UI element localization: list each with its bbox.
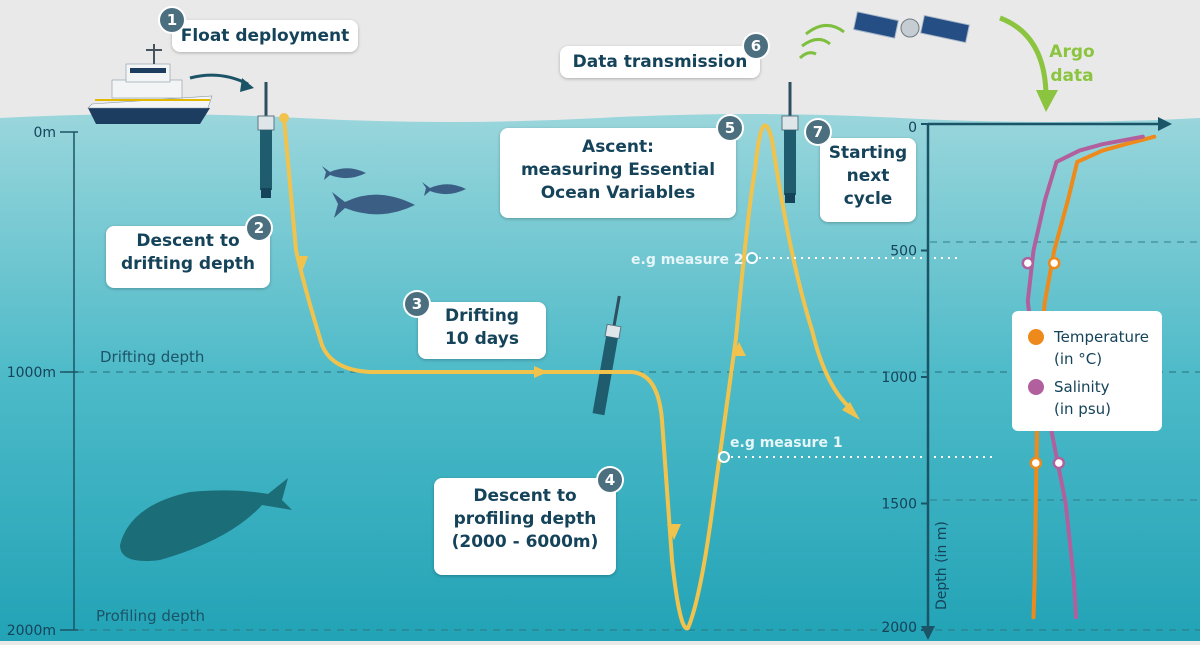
step-2-box: Descent to drifting depth <box>106 226 270 288</box>
step-4-line-3: (2000 - 6000m) <box>451 532 599 552</box>
tuna-fish-icon <box>322 166 466 218</box>
legend-temperature-unit: (in °C) <box>1054 350 1103 368</box>
measure-2-label: e.g measure 2 <box>631 252 744 268</box>
y-tick-label-2000: 2000 <box>881 620 917 636</box>
y-tick-label-1000: 1000 <box>881 370 917 386</box>
step-4-line-1: Descent to <box>473 486 577 506</box>
step-5-line-2: measuring Essential <box>520 160 716 180</box>
step-6-label: Data transmission <box>572 52 748 72</box>
argo-data-arrow <box>999 15 1049 96</box>
satellite-icon <box>852 11 970 44</box>
profile-chart: Depth (in m) 0 500 1000 1500 2000 <box>881 117 1172 640</box>
sample-point-2-salinity <box>1052 456 1066 470</box>
step-7-line-1: Starting <box>828 143 908 163</box>
float-deployed-icon <box>257 82 275 198</box>
step-4-box: Descent to profiling depth (2000 - 6000m… <box>434 478 616 575</box>
float-surface-icon <box>781 82 799 203</box>
step-6-box: Data transmission <box>560 46 760 78</box>
ship-icon <box>87 44 213 124</box>
float-trajectory <box>282 117 852 631</box>
argo-label-1: Argo <box>1049 42 1094 62</box>
y-tick-label-1500: 1500 <box>881 497 917 513</box>
step-5-line-1: Ascent: <box>582 137 654 157</box>
whale-icon <box>120 478 292 561</box>
step-7-box: Starting next cycle <box>820 138 916 222</box>
sample-point-1-salinity <box>1021 256 1035 270</box>
step-3-badge: 3 <box>405 292 429 316</box>
step-5-line-3: Ocean Variables <box>540 183 696 203</box>
measure-1-label: e.g measure 1 <box>730 435 843 451</box>
salinity-profile-line <box>1025 134 1145 620</box>
step-2-line-2: drifting depth <box>120 254 256 274</box>
chart-y-axis-label: Depth (in m) <box>934 521 950 610</box>
step-7-line-2: next <box>846 166 890 186</box>
legend-temperature-name: Temperature <box>1054 328 1150 346</box>
y-tick-label-500: 500 <box>890 244 917 260</box>
legend-salinity-unit: (in psu) <box>1054 400 1111 418</box>
step-7-badge: 7 <box>806 120 830 144</box>
legend-salinity-name: Salinity <box>1054 378 1110 396</box>
temperature-profile-line <box>1031 134 1157 620</box>
step-1-label: Float deployment <box>180 26 350 46</box>
step-2-badge: 2 <box>247 216 271 240</box>
chart-legend: Temperature (in °C) Salinity (in psu) <box>1012 311 1162 431</box>
signal-waves-icon <box>798 24 845 60</box>
sample-point-2-temperature <box>1029 456 1043 470</box>
argo-label-2: data <box>1050 66 1093 86</box>
step-5-box: Ascent: measuring Essential Ocean Variab… <box>500 128 736 218</box>
y-tick-label-0: 0 <box>908 120 917 136</box>
step-4-line-2: profiling depth <box>453 509 597 529</box>
salinity-swatch <box>1028 379 1044 395</box>
step-1-box: Float deployment <box>172 20 358 52</box>
sample-point-1-temperature <box>1047 256 1061 270</box>
step-5-badge: 5 <box>718 116 742 140</box>
step-4-badge: 4 <box>598 468 622 492</box>
depth-tick-0: 0m <box>33 125 56 141</box>
step-2-line-1: Descent to <box>136 231 240 251</box>
step-3-box: Drifting 10 days <box>418 302 546 359</box>
measure-1-point <box>718 451 730 463</box>
step-6-badge: 6 <box>744 34 768 58</box>
profiling-depth-label: Profiling depth <box>96 607 205 625</box>
temperature-swatch <box>1028 329 1044 345</box>
drifting-depth-label: Drifting depth <box>100 348 204 366</box>
step-7-line-3: cycle <box>843 189 893 209</box>
step-3-line-2: 10 days <box>445 329 519 349</box>
depth-tick-2000: 2000m <box>7 623 56 639</box>
float-drifting-icon <box>592 295 622 416</box>
step-3-line-1: Drifting <box>445 306 519 326</box>
depth-tick-1000: 1000m <box>7 365 56 381</box>
step-1-badge: 1 <box>160 8 184 32</box>
measure-2-point <box>746 252 758 264</box>
